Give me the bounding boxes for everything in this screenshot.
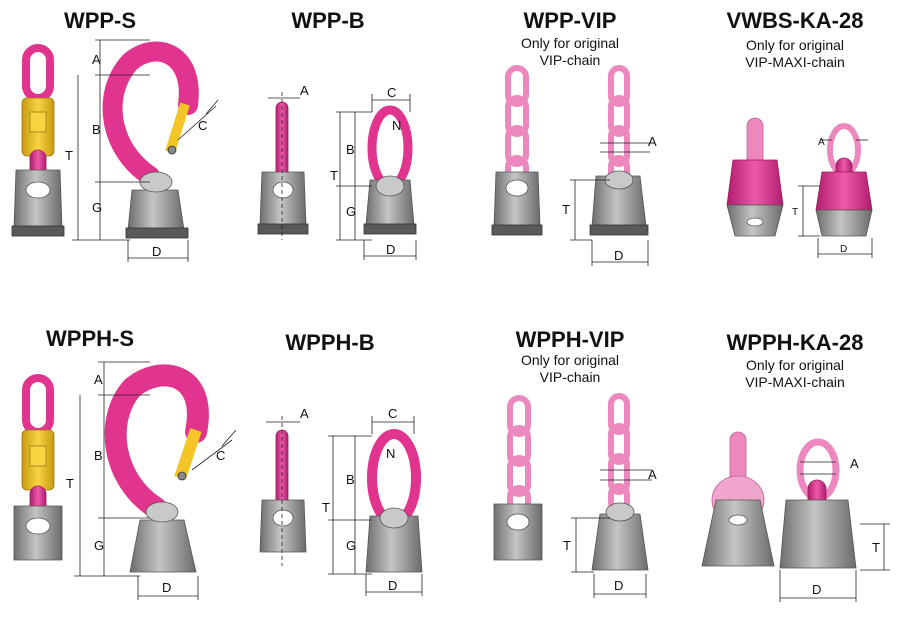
wpp-b-front-view bbox=[336, 94, 417, 260]
wpph-vip-label-t: T bbox=[563, 538, 571, 553]
note-wpph-ka-1: Only for original bbox=[745, 357, 845, 373]
wpp-s-side-view bbox=[11, 44, 65, 237]
wpp-b-label-a: A bbox=[300, 83, 309, 98]
wpp-vip-label-a: A bbox=[648, 134, 657, 149]
wpp-b-side-view bbox=[257, 92, 309, 240]
wpp-s-dimension-lines bbox=[72, 39, 219, 262]
wpp-b-label-b: B bbox=[346, 142, 355, 157]
wpph-vip-side-view bbox=[507, 395, 531, 519]
wpph-b-label-b: B bbox=[346, 472, 355, 487]
wpp-s-label-d: D bbox=[152, 244, 161, 259]
wpph-vip-side-base bbox=[493, 503, 543, 561]
note-wpp-vip-2: VIP-chain bbox=[539, 52, 601, 68]
wpp-b-label-c: C bbox=[387, 85, 396, 100]
title-wpph-s: WPPH-S bbox=[46, 326, 134, 351]
wpph-s-dimension-lines bbox=[74, 361, 237, 600]
wpph-s-label-d: D bbox=[162, 580, 171, 595]
wpph-s-label-t: T bbox=[66, 476, 74, 491]
wpp-s-front-view bbox=[102, 41, 199, 239]
wpp-b-label-n: N bbox=[392, 118, 401, 133]
wpph-s-label-a: A bbox=[94, 372, 103, 387]
wpph-b-label-a: A bbox=[300, 406, 309, 421]
wpp-vip-label-t: T bbox=[562, 202, 570, 217]
note-wpph-ka-2: VIP-MAXI-chain bbox=[745, 374, 845, 390]
vwbs-front-view bbox=[798, 123, 873, 258]
note-wpp-vip-1: Only for original bbox=[520, 35, 620, 51]
wpph-b-front-view bbox=[328, 416, 423, 596]
wpp-s-label-t: T bbox=[65, 148, 73, 163]
title-wpp-s: WPP-S bbox=[63, 8, 137, 33]
title-wpph-ka-28: WPPH-KA-28 bbox=[726, 330, 864, 355]
wpph-vip-front-view bbox=[608, 393, 630, 513]
title-vwbs-ka-28: VWBS-KA-28 bbox=[726, 8, 864, 33]
title-wpp-vip: WPP-VIP bbox=[523, 8, 617, 33]
wpph-ka-label-d: D bbox=[812, 582, 821, 597]
wpp-s-label-a: A bbox=[92, 52, 101, 67]
vwbs-label-d: D bbox=[840, 244, 847, 255]
wpp-vip-label-d: D bbox=[614, 248, 623, 263]
vwbs-label-a: A bbox=[818, 137, 825, 148]
wpph-b-label-t: T bbox=[322, 500, 330, 515]
wpp-b-label-d: D bbox=[386, 242, 395, 257]
wpph-b-label-g: G bbox=[346, 538, 356, 553]
wpph-vip-label-d: D bbox=[614, 578, 623, 593]
wpph-s-label-g: G bbox=[94, 538, 104, 553]
wpp-b-label-t: T bbox=[330, 168, 338, 183]
wpp-vip-side-view bbox=[505, 65, 529, 189]
vwbs-label-t: T bbox=[792, 207, 798, 218]
vwbs-side-view bbox=[726, 117, 784, 237]
wpph-vip-label-a: A bbox=[648, 467, 657, 482]
wpph-ka-side-view bbox=[701, 431, 775, 567]
wpph-ka-label-t: T bbox=[872, 540, 880, 555]
wpp-s-label-g: G bbox=[92, 200, 102, 215]
wpph-s-side-view bbox=[13, 374, 63, 561]
wpp-vip-side-base bbox=[491, 171, 543, 236]
wpph-b-label-d: D bbox=[388, 578, 397, 593]
wpph-ka-front-view bbox=[779, 438, 890, 602]
wpph-s-label-c: C bbox=[216, 448, 225, 463]
wpph-s-label-b: B bbox=[94, 448, 103, 463]
wpph-vip-front-base bbox=[571, 469, 652, 598]
note-vwbs-1: Only for original bbox=[745, 37, 845, 53]
title-wpp-b: WPP-B bbox=[291, 8, 365, 33]
wpph-b-side-view bbox=[259, 416, 307, 566]
wpp-vip-front-view bbox=[608, 65, 630, 185]
title-wpph-vip: WPPH-VIP bbox=[515, 327, 625, 352]
wpph-b-label-n: N bbox=[386, 446, 395, 461]
wpph-ka-label-a: A bbox=[850, 456, 859, 471]
wpph-b-label-c: C bbox=[388, 406, 397, 421]
wpp-s-label-c: C bbox=[198, 118, 207, 133]
note-wpph-vip-2: VIP-chain bbox=[539, 369, 601, 385]
wpph-s-front-view bbox=[104, 364, 209, 573]
note-wpph-vip-1: Only for original bbox=[520, 352, 620, 368]
wpp-b-label-g: G bbox=[346, 204, 356, 219]
note-vwbs-2: VIP-MAXI-chain bbox=[745, 54, 845, 70]
title-wpph-b: WPPH-B bbox=[285, 330, 375, 355]
wpp-vip-front-base bbox=[570, 142, 650, 266]
wpp-s-label-b: B bbox=[92, 122, 101, 137]
